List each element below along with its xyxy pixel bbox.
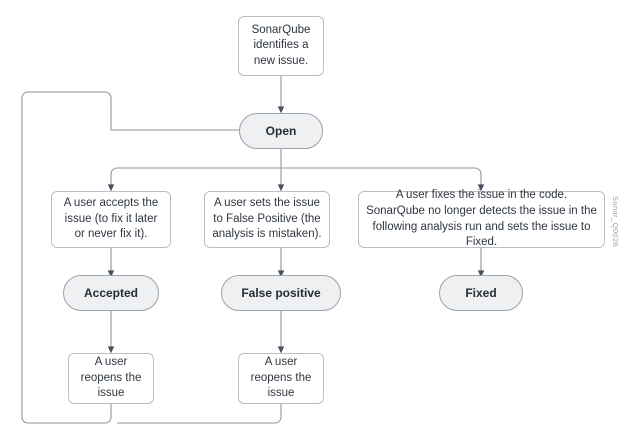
node-fixed-action-label: A user fixes the issue in the code. Sona… [366,189,597,249]
node-fixed-label: Fixed [465,285,497,300]
node-accepted-label: Accepted [83,285,139,300]
node-open[interactable]: Open [239,113,323,149]
node-open-label: Open [265,123,297,138]
node-false-positive-action[interactable]: A user sets the issue to False Positive … [204,191,330,248]
node-start[interactable]: SonarQube identifies a new issue. [238,16,324,76]
node-reopen-left[interactable]: A user reopens the issue [68,353,154,404]
node-reopen-right-label: A user reopens the issue [250,356,312,400]
node-false-positive-action-label: A user sets the issue to False Positive … [212,197,322,241]
edge-reopen-right-to-loop [117,404,282,424]
node-start-label: SonarQube identifies a new issue. [251,23,311,67]
node-fixed[interactable]: Fixed [439,275,523,311]
node-accepted[interactable]: Accepted [63,275,159,311]
node-accept-action-label: A user accepts the issue (to fix it late… [63,197,159,241]
edge-reopen-left-to-loop [21,91,251,424]
edge-fanout-bar [110,167,482,175]
node-false-positive[interactable]: False positive [221,275,341,311]
node-fixed-action[interactable]: A user fixes the issue in the code. Sona… [358,189,605,249]
node-accept-action[interactable]: A user accepts the issue (to fix it late… [51,191,171,248]
watermark-label: Sonar_Q0026 [611,196,620,248]
node-reopen-left-label: A user reopens the issue [80,356,142,400]
node-false-positive-label: False positive [241,285,321,300]
node-reopen-right[interactable]: A user reopens the issue [238,353,324,404]
